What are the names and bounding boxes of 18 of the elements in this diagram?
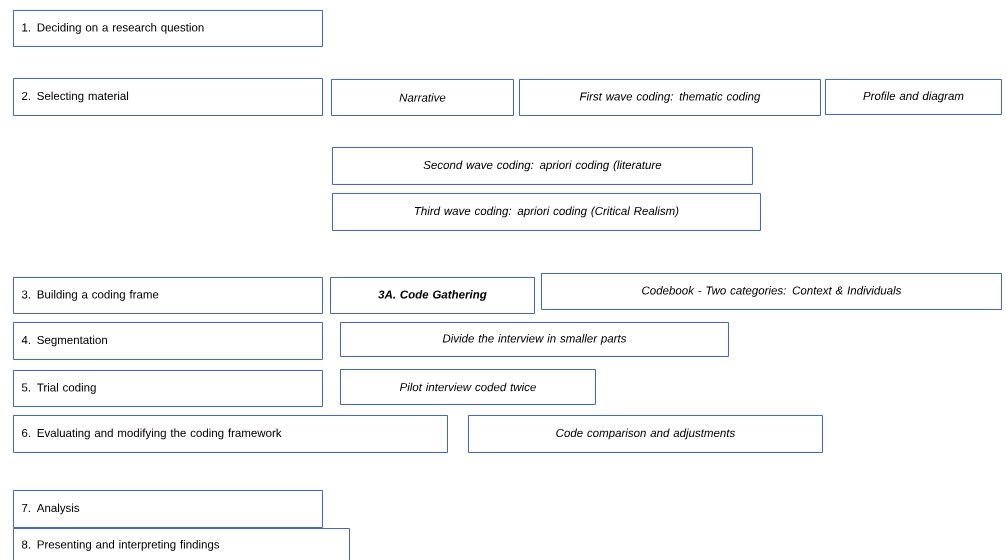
step-box: 3. Building a coding frame [13,277,323,314]
coding-box: Profile and diagram [825,79,1002,115]
step-box: 1. Deciding on a research question [13,10,323,47]
coding-box: Third wave coding: apriori coding (Critical Realism) [332,193,761,231]
step-box: 7. Analysis [13,490,323,528]
coding-box: 3A. Code Gathering [330,277,535,314]
coding-box: Codebook - Two categories: Context & Individuals [541,273,1002,310]
step-box: 2. Selecting material [13,78,323,116]
coding-box: Divide the interview in smaller parts [340,322,729,357]
step-box: 6. Evaluating and modifying the coding framework [13,415,448,453]
step-box: 4. Segmentation [13,322,323,360]
step-box: 5. Trial coding [13,370,323,407]
coding-box: Code comparison and adjustments [468,415,823,453]
coding-box: First wave coding: thematic coding [519,79,821,116]
step-box: 8. Presenting and interpreting findings [13,528,350,560]
coding-box: Second wave coding: apriori coding (literature [332,147,753,185]
coding-box: Narrative [331,79,514,116]
coding-box: Pilot interview coded twice [340,369,596,405]
